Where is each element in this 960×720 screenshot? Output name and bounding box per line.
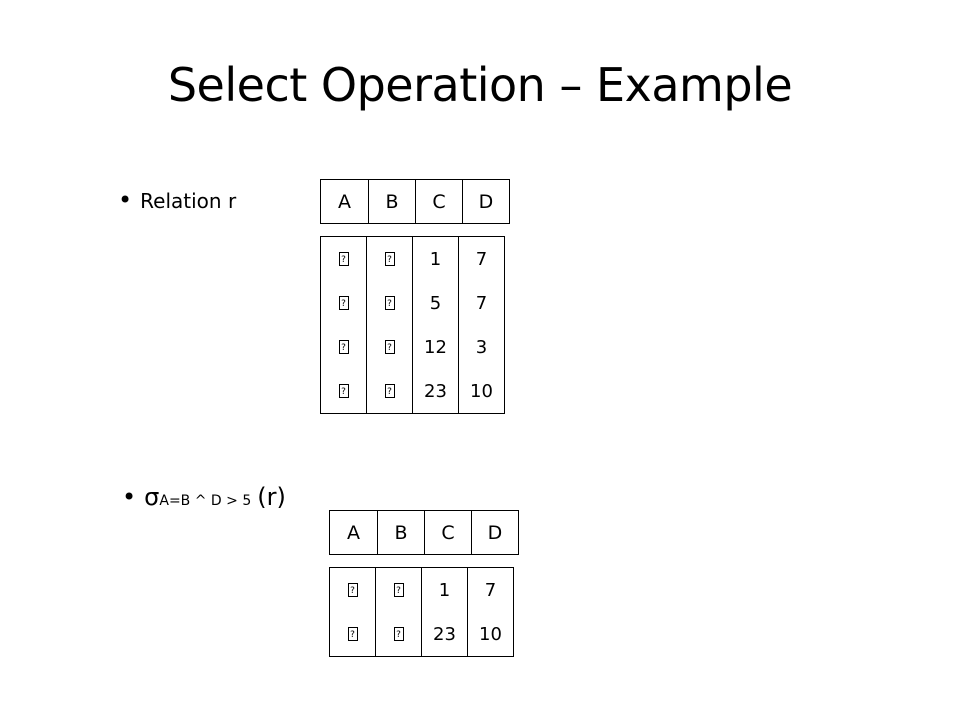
bullet-relation-r: • Relation r <box>118 186 236 214</box>
column-a: ? ? ? ? <box>320 236 367 414</box>
result-header: A B C D <box>329 510 519 555</box>
header-cell: C <box>415 180 462 223</box>
table-cell: 7 <box>475 292 488 314</box>
missing-glyph-icon: ? <box>347 627 358 641</box>
column-d: 7 10 <box>467 567 514 657</box>
missing-glyph-icon: ? <box>347 583 358 597</box>
bullet-dot-icon: • <box>122 483 137 511</box>
relation-r-header: A B C D <box>320 179 510 224</box>
table-cell: 5 <box>429 292 442 314</box>
column-d: 7 7 3 10 <box>458 236 505 414</box>
selection-predicate: A=B ^ D > 5 <box>159 493 252 509</box>
table-cell: 1 <box>438 579 451 601</box>
header-cell: D <box>471 511 518 554</box>
result-table: A B C D ? ? ? ? 1 23 7 10 <box>329 510 519 657</box>
column-a: ? ? <box>329 567 376 657</box>
table-cell: 23 <box>433 623 456 645</box>
header-cell: B <box>368 180 415 223</box>
table-cell: 10 <box>470 380 493 402</box>
missing-glyph-icon: ? <box>384 252 395 266</box>
result-body: ? ? ? ? 1 23 7 10 <box>329 567 519 657</box>
table-cell: 23 <box>424 380 447 402</box>
relation-r-table: A B C D ? ? ? ? ? ? ? ? 1 5 12 23 7 7 3 … <box>320 179 510 414</box>
header-cell: C <box>424 511 471 554</box>
relation-r-body: ? ? ? ? ? ? ? ? 1 5 12 23 7 7 3 10 <box>320 236 510 414</box>
missing-glyph-icon: ? <box>338 384 349 398</box>
table-cell: 3 <box>475 336 488 358</box>
column-c: 1 23 <box>421 567 468 657</box>
missing-glyph-icon: ? <box>338 252 349 266</box>
bullet-dot-icon: • <box>118 186 133 214</box>
missing-glyph-icon: ? <box>393 583 404 597</box>
selection-argument: (r) <box>257 483 286 511</box>
missing-glyph-icon: ? <box>338 340 349 354</box>
table-cell: 12 <box>424 336 447 358</box>
table-cell: 7 <box>484 579 497 601</box>
missing-glyph-icon: ? <box>338 296 349 310</box>
missing-glyph-icon: ? <box>384 340 395 354</box>
table-cell: 10 <box>479 623 502 645</box>
missing-glyph-icon: ? <box>384 384 395 398</box>
header-cell: B <box>377 511 424 554</box>
slide-title: Select Operation – Example <box>167 58 793 112</box>
header-cell: A <box>338 190 351 213</box>
table-cell: 1 <box>429 248 442 270</box>
bullet-text: Relation r <box>140 189 237 213</box>
sigma-symbol: σ <box>144 483 160 511</box>
missing-glyph-icon: ? <box>384 296 395 310</box>
column-c: 1 5 12 23 <box>412 236 459 414</box>
column-b: ? ? ? ? <box>366 236 413 414</box>
column-b: ? ? <box>375 567 422 657</box>
missing-glyph-icon: ? <box>393 627 404 641</box>
table-cell: 7 <box>475 248 488 270</box>
header-cell: A <box>347 521 360 544</box>
header-cell: D <box>462 180 509 223</box>
